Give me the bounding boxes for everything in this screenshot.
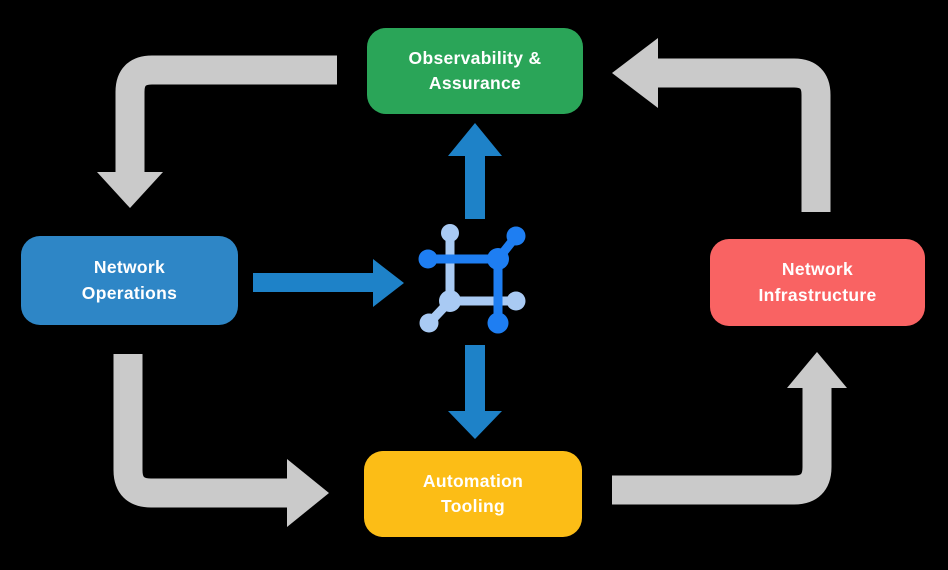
arrow-infrastructure-to-observability [612,38,831,212]
node-observability-assurance: Observability & Assurance [367,28,583,114]
node-network-operations: Network Operations [21,236,238,325]
arrow-observability-to-operations [97,55,337,208]
node-automation-label: Automation Tooling [422,470,524,516]
arrow-center-to-automation [448,345,502,439]
node-observability-label: Observability & Assurance [408,47,542,93]
network-mesh-icon-light-part [419,224,526,333]
arrow-center-to-observability [448,123,502,219]
arrow-operations-to-center [253,259,404,307]
node-infrastructure-label: Network Infrastructure [758,259,877,305]
node-automation-tooling: Automation Tooling [364,451,582,537]
blue-link-arrows [253,123,502,439]
network-mesh-icon [418,224,526,334]
node-operations-label: Network Operations [81,257,178,303]
arrow-automation-to-infrastructure [612,352,847,505]
gray-cycle-arrows [97,38,847,527]
network-mesh-icon-dark-part [418,226,526,334]
arrow-operations-to-automation [113,354,329,527]
node-network-infrastructure: Network Infrastructure [710,239,925,326]
